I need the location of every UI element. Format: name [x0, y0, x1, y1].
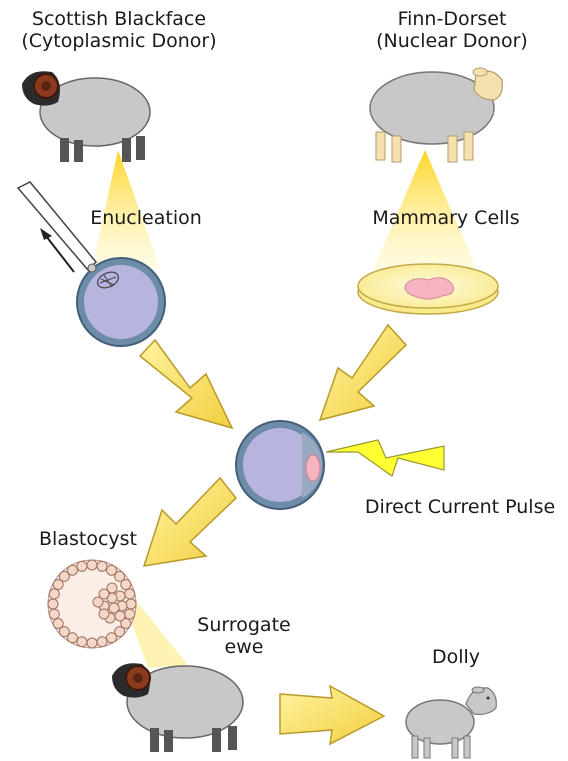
- inner-cell-mass-cell: [93, 597, 103, 607]
- surrogate-label-line2: ewe: [188, 636, 300, 658]
- finn-dorset-sheep-icon: [370, 68, 502, 162]
- mammary-cells-label: Mammary Cells: [364, 207, 528, 229]
- blastocyst-cell: [97, 637, 107, 647]
- inner-cell-mass-cell: [115, 611, 125, 621]
- surrogate-label-line1: Surrogate: [188, 614, 300, 636]
- blastocyst-cell: [97, 561, 107, 571]
- dolly-label: Dolly: [416, 646, 496, 668]
- cytoplasmic-donor-role-label: (Cytoplasmic Donor): [8, 30, 230, 52]
- blastocyst-cell: [87, 560, 97, 570]
- blastocyst-cell: [107, 633, 117, 643]
- enucleation-label: Enucleation: [82, 207, 210, 229]
- blastocyst-cell: [121, 580, 131, 590]
- blastocyst-cell: [77, 637, 87, 647]
- blastocyst-cell: [126, 599, 136, 609]
- cytoplasmic-donor-breed-label: Scottish Blackface: [8, 8, 230, 30]
- blastocyst-cell: [125, 589, 135, 599]
- arrow-surrogate-to-dolly: [280, 686, 384, 744]
- blastocyst-cell: [68, 565, 78, 575]
- surrogate-ewe-sheep-icon: [112, 663, 243, 752]
- blastocyst-cell: [53, 619, 63, 629]
- nuclear-donor-role-label: (Nuclear Donor): [354, 30, 550, 52]
- blastocyst-label: Blastocyst: [28, 528, 148, 550]
- inner-cell-mass-cell: [99, 609, 109, 619]
- blastocyst-cell: [125, 609, 135, 619]
- enucleated-egg-cell: [77, 258, 165, 346]
- blastocyst-icon: [48, 560, 136, 648]
- fused-cell: [236, 421, 324, 509]
- arrow-fusion-to-blastocyst: [144, 478, 236, 566]
- direct-current-pulse-label: Direct Current Pulse: [354, 496, 566, 518]
- blastocyst-cell: [49, 609, 59, 619]
- electric-pulse-icon: [326, 440, 444, 476]
- blastocyst-cell: [77, 561, 87, 571]
- nuclear-donor-breed-label: Finn-Dorset: [354, 8, 550, 30]
- scottish-blackface-sheep-icon: [22, 71, 150, 162]
- arrow-cells-to-fusion: [320, 325, 406, 420]
- arrow-egg-to-fusion: [140, 340, 232, 428]
- blastocyst-cell: [49, 589, 59, 599]
- blastocyst-cell: [48, 599, 58, 609]
- blastocyst-cell: [87, 638, 97, 648]
- petri-dish-icon: [358, 264, 498, 314]
- dolly-lamb-icon: [406, 687, 496, 758]
